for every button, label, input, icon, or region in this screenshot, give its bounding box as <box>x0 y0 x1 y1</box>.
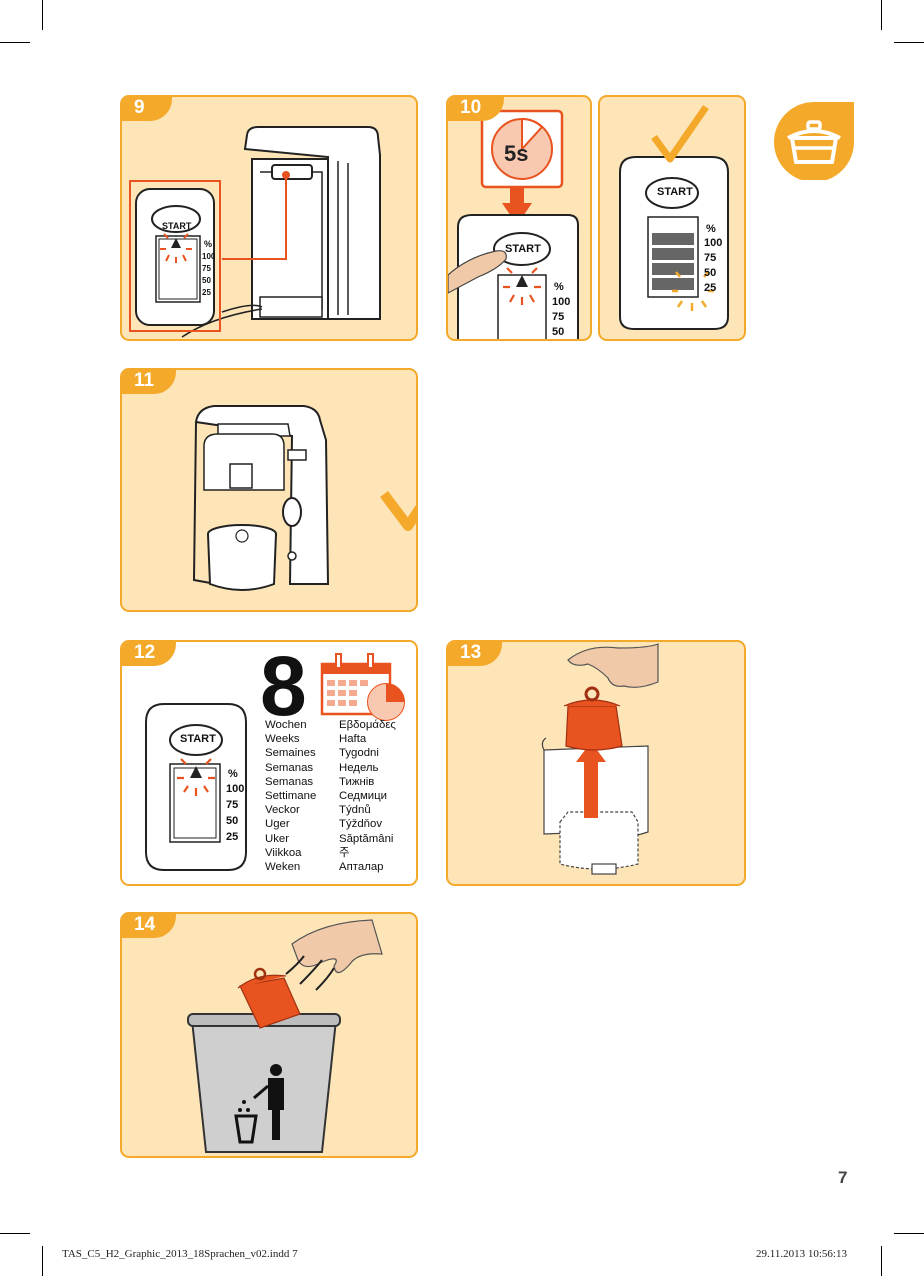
crop-mark <box>0 42 30 43</box>
step-10-panel: 10 5s START % 100 75 50 <box>446 95 592 341</box>
start-button-label: START <box>657 186 693 198</box>
start-press-illustration <box>448 109 579 339</box>
machine-front-illustration <box>192 405 416 591</box>
timer-label: 5s <box>504 141 529 166</box>
level-label: 50 <box>226 815 239 827</box>
weeks-word: Týdnů <box>339 804 371 817</box>
step-10-confirm-panel: START % 100 75 50 25 <box>598 95 746 341</box>
weeks-word: Εβδομάδες <box>339 719 396 731</box>
level-label: 25 <box>226 831 239 843</box>
weeks-word: Semanas <box>265 775 314 788</box>
step-9-panel: 9 START % 100 75 50 25 <box>120 95 418 341</box>
crop-mark <box>42 1246 43 1276</box>
level-label: 75 <box>226 799 239 811</box>
crop-mark <box>42 0 43 30</box>
weeks-word: Viikkoa <box>265 846 302 859</box>
weeks-word: Uker <box>265 832 290 845</box>
weeks-word: Settimane <box>265 790 317 803</box>
crop-mark <box>881 0 882 30</box>
start-button-label: START <box>505 243 541 255</box>
level-label: 25 <box>704 282 717 294</box>
percent-label: % <box>554 281 564 293</box>
remove-filter-illustration <box>541 643 659 875</box>
level-label: 100 <box>704 237 723 249</box>
weeks-word: Semanas <box>265 761 314 774</box>
step-14-panel: 14 <box>120 912 418 1158</box>
weeks-word: Uger <box>265 818 290 831</box>
weeks-word: Týždňov <box>339 818 383 831</box>
level-label: 75 <box>704 252 717 264</box>
weeks-word: Weeks <box>265 733 300 746</box>
percent-label: % <box>706 223 716 235</box>
level-label: 75 <box>202 264 211 273</box>
trash-person-icon <box>234 1064 284 1144</box>
step-number: 10 <box>448 97 504 121</box>
indicator-illustration <box>145 653 405 871</box>
crop-mark <box>894 42 924 43</box>
weeks-list-right: Εβδομάδες Hafta Tygodni Недель Тижнів Се… <box>339 718 396 874</box>
percent-label: % <box>204 239 213 249</box>
weeks-word: Недель <box>339 761 379 774</box>
machine-illustration <box>129 126 381 338</box>
weeks-list-left: Wochen Weeks Semaines Semanas Semanas Se… <box>265 718 316 874</box>
step-11-panel: 11 <box>120 368 418 612</box>
page-number: 7 <box>838 1168 848 1187</box>
weeks-word: Тижнів <box>339 775 375 788</box>
step-13-panel: 13 <box>446 640 746 886</box>
step-12-panel: 12 8 START % 100 75 50 25 <box>120 640 418 886</box>
level-label: 100 <box>226 783 245 795</box>
weeks-word: Апталар <box>339 861 384 874</box>
weeks-word: Săptămâni <box>339 832 394 845</box>
level-label: 50 <box>202 276 211 285</box>
weeks-number: 8 <box>260 640 307 733</box>
crop-mark <box>0 1233 30 1234</box>
footer-file-info: TAS_C5_H2_Graphic_2013_18Sprachen_v02.in… <box>62 1248 298 1260</box>
weeks-word: Седмици <box>339 790 388 803</box>
percent-label: % <box>228 768 238 780</box>
weeks-word: 주 <box>339 846 350 859</box>
weeks-word: Wochen <box>265 719 307 731</box>
weeks-word: Weken <box>265 861 301 874</box>
start-button-label: START <box>180 733 216 745</box>
filter-cartridge-icon <box>774 102 854 180</box>
calendar-icon <box>320 653 405 721</box>
weeks-word: Hafta <box>339 733 367 746</box>
footer-timestamp: 29.11.2013 10:56:13 <box>756 1248 847 1260</box>
start-button-label: START <box>162 221 192 231</box>
weeks-word: Tygodni <box>339 747 379 760</box>
full-level-illustration <box>619 105 729 330</box>
weeks-word: Semaines <box>265 747 316 760</box>
weeks-word: Veckor <box>265 804 300 817</box>
level-label: 50 <box>552 326 565 338</box>
level-label: 100 <box>552 296 571 308</box>
level-label: 100 <box>202 252 216 261</box>
level-label: 25 <box>202 288 211 297</box>
crop-mark <box>881 1246 882 1276</box>
dispose-filter-illustration <box>187 919 383 1153</box>
crop-mark <box>894 1233 924 1234</box>
level-label: 50 <box>704 267 717 279</box>
level-label: 75 <box>552 311 565 323</box>
